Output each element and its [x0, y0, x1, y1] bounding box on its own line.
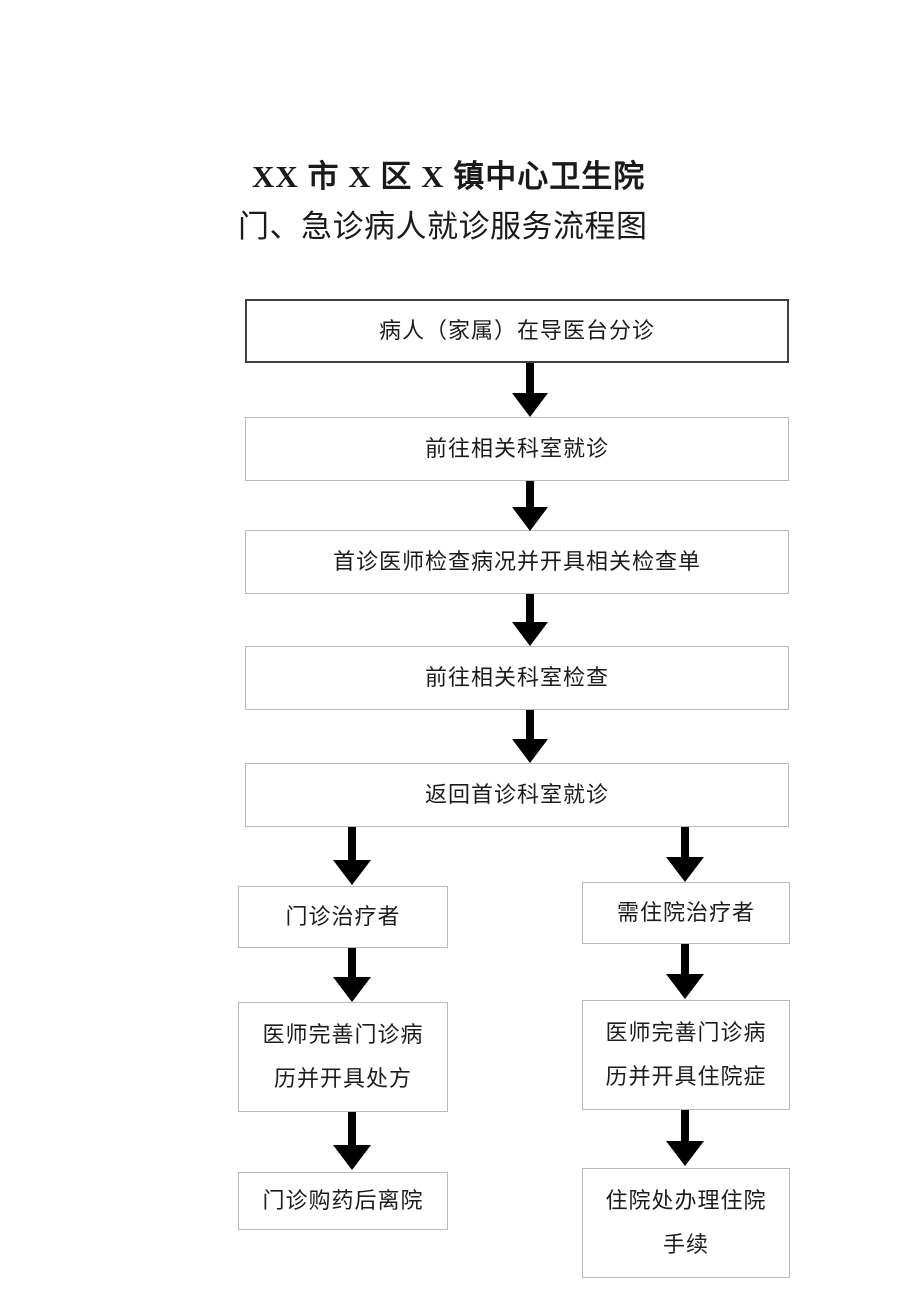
flow-node-n9-line-1: 需住院治疗者: [616, 900, 755, 925]
flow-arrow-n3-n4: [508, 594, 552, 648]
flow-node-n1[interactable]: 病人（家属）在导医台分诊: [245, 299, 789, 363]
flow-node-n11[interactable]: 住院处办理住院 手续: [582, 1168, 790, 1278]
flow-arrow-n9-n10: [663, 944, 707, 1000]
flow-node-n3-line-1: 首诊医师检查病况并开具相关检查单: [332, 549, 701, 574]
flow-node-n2[interactable]: 前往相关科室就诊: [245, 417, 789, 481]
flow-node-n7[interactable]: 医师完善门诊病 历并开具处方: [238, 1002, 448, 1112]
flow-arrow-n6-n7: [330, 948, 374, 1003]
flow-arrow-n2-n3: [508, 481, 552, 533]
flow-node-n7-line-1: 医师完善门诊病: [262, 1022, 424, 1047]
flow-arrow-n5-n9: [663, 827, 707, 883]
flow-node-n4-line-1: 前往相关科室检查: [424, 665, 609, 690]
flow-node-n6-line-1: 门诊治疗者: [285, 904, 401, 929]
flow-node-n2-line-1: 前往相关科室就诊: [424, 436, 609, 461]
flow-node-n10[interactable]: 医师完善门诊病 历并开具住院症: [582, 1000, 790, 1110]
flow-node-n10-line-1: 医师完善门诊病: [605, 1020, 767, 1045]
flow-node-n9[interactable]: 需住院治疗者: [582, 882, 790, 944]
page-title: XX 市 X 区 X 镇中心卫生院 门、急诊病人就诊服务流程图: [0, 152, 920, 252]
flow-node-n11-line-2: 手续: [662, 1232, 709, 1257]
flow-node-n8-line-1: 门诊购药后离院: [262, 1188, 424, 1213]
flow-arrow-n5-n6: [330, 827, 374, 887]
flow-node-n7-line-2: 历并开具处方: [273, 1066, 412, 1091]
flow-arrow-n1-n2: [508, 363, 552, 419]
flow-node-n6[interactable]: 门诊治疗者: [238, 886, 448, 948]
flow-node-n8[interactable]: 门诊购药后离院: [238, 1172, 448, 1230]
flow-arrow-n4-n5: [508, 710, 552, 765]
title-line-subject: 门、急诊病人就诊服务流程图: [238, 209, 648, 244]
flow-node-n10-line-2: 历并开具住院症: [605, 1064, 767, 1089]
flow-node-n3[interactable]: 首诊医师检查病况并开具相关检查单: [245, 530, 789, 594]
flow-node-n5[interactable]: 返回首诊科室就诊: [245, 763, 789, 827]
flow-node-n11-line-1: 住院处办理住院: [605, 1188, 767, 1213]
flow-node-n1-line-1: 病人（家属）在导医台分诊: [378, 318, 655, 343]
title-line-institution: XX 市 X 区 X 镇中心卫生院: [252, 159, 646, 194]
flow-node-n4[interactable]: 前往相关科室检查: [245, 646, 789, 710]
flow-arrow-n7-n8: [330, 1112, 374, 1172]
flow-node-n5-line-1: 返回首诊科室就诊: [424, 782, 609, 807]
flow-arrow-n10-n11: [663, 1110, 707, 1168]
